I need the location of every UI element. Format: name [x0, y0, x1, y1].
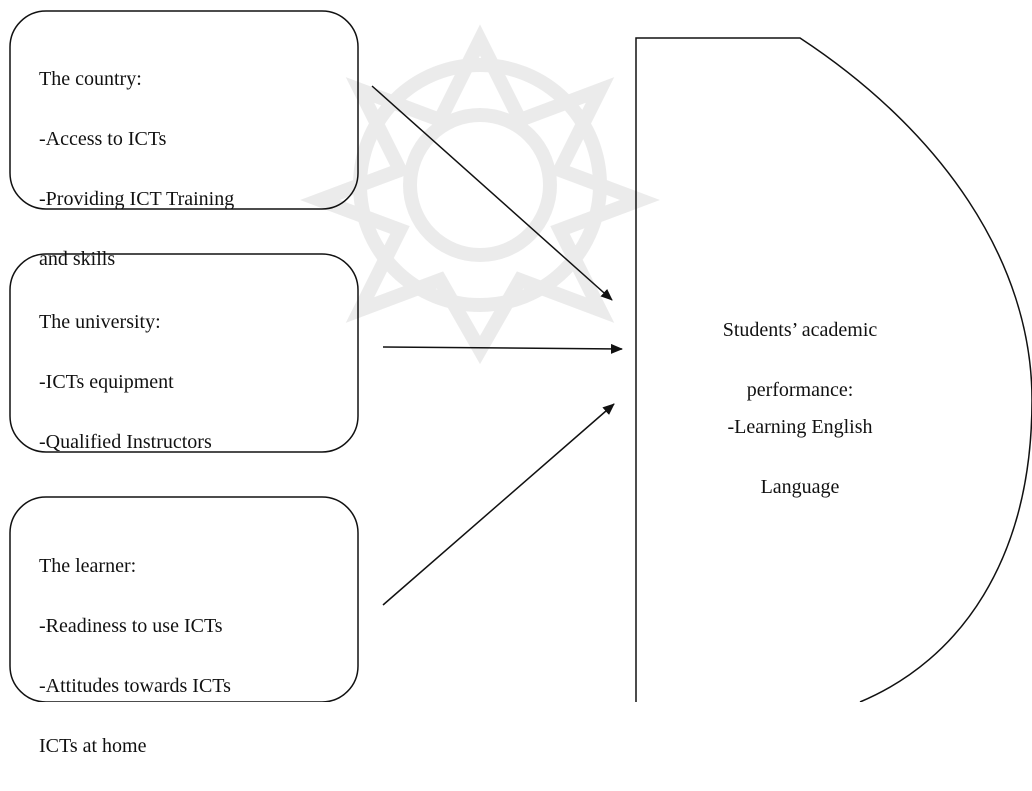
- outcome-item-text: -Learning English Language: [680, 382, 920, 532]
- university-box: [9, 253, 359, 453]
- university-item-equipment: -ICTs equipment: [39, 371, 174, 393]
- outcome-item-line2: Language: [760, 476, 840, 498]
- arrow-country-to-outcome: [371, 85, 613, 301]
- arrow-university-to-outcome: [382, 343, 623, 354]
- outcome-heading-line2: performance:: [746, 379, 854, 401]
- country-heading: The country:: [39, 68, 142, 90]
- university-factor-text: The university: -ICTs equipment -Qualifi…: [39, 277, 212, 487]
- country-item-skills: and skills: [39, 248, 116, 270]
- outcome-heading-line1: Students’ academic: [722, 319, 878, 341]
- outcome-shape: [635, 37, 1032, 702]
- learner-heading: The learner:: [39, 555, 137, 577]
- framework-diagram: [9, 10, 1032, 702]
- country-box: [9, 10, 359, 210]
- outcome-item-line1: -Learning English: [727, 416, 873, 438]
- learner-item-readiness: -Readiness to use ICTs: [39, 615, 223, 637]
- watermark-logo: [300, 24, 660, 365]
- learner-box: [9, 496, 359, 702]
- country-item-training: -Providing ICT Training: [39, 188, 235, 210]
- learner-factor-text: The learner: -Readiness to use ICTs -Att…: [39, 521, 231, 791]
- country-factor-text: The country: -Access to ICTs -Providing …: [39, 34, 234, 304]
- arrow-learner-to-outcome: [382, 403, 615, 606]
- outcome-text: Students’ academic performance:: [680, 285, 920, 435]
- learner-item-attitudes: -Attitudes towards ICTs: [39, 675, 231, 697]
- country-item-access: -Access to ICTs: [39, 128, 167, 150]
- learner-item-home: ICTs at home: [39, 735, 147, 757]
- university-item-instructors: -Qualified Instructors: [39, 431, 212, 453]
- university-heading: The university:: [39, 311, 161, 333]
